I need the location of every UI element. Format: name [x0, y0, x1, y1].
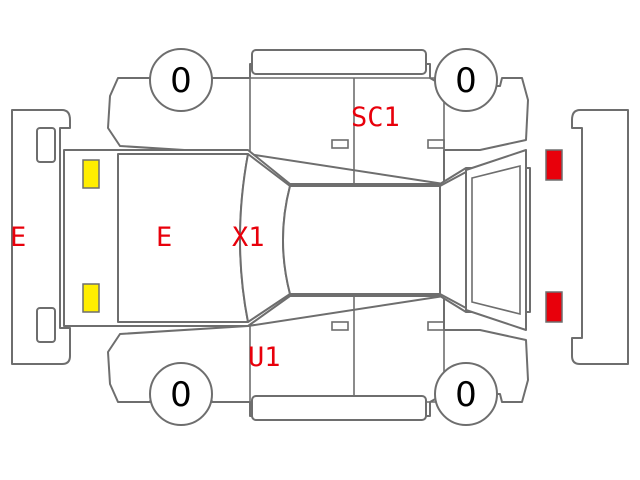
rear-lamp-top [545, 149, 563, 181]
code-bottom-front-door: U1 [248, 342, 281, 373]
roof[interactable] [282, 185, 441, 295]
door-handle-rear-top [427, 139, 445, 149]
code-top-rear-door: SC1 [351, 102, 400, 133]
front-lamp-bottom [82, 283, 100, 313]
door-handle-rear-bottom [427, 321, 445, 331]
hood[interactable] [117, 153, 249, 323]
side-sill-bottom[interactable] [251, 395, 427, 421]
code-hood: E [156, 222, 172, 253]
front-bumper[interactable] [11, 109, 71, 365]
rear-lamp-bottom [545, 291, 563, 323]
tire-front-top[interactable]: 0 [149, 48, 213, 112]
rear-window[interactable] [439, 171, 467, 309]
front-lamp-top [82, 159, 100, 189]
door-handle-front-bottom [331, 321, 349, 331]
tire-rear-top[interactable]: 0 [434, 48, 498, 112]
tire-rear-top-value: 0 [455, 61, 477, 101]
tire-rear-bottom-value: 0 [455, 375, 477, 415]
rear-bumper[interactable] [571, 109, 629, 365]
tire-front-bottom[interactable]: 0 [149, 362, 213, 426]
side-sill-top[interactable] [251, 49, 427, 75]
code-front-bumper: E [10, 222, 26, 253]
tire-front-bottom-value: 0 [170, 375, 192, 415]
front-marker-bottom [36, 307, 56, 343]
trunk[interactable] [465, 149, 527, 331]
tire-front-top-value: 0 [170, 61, 192, 101]
code-windshield: X1 [232, 222, 265, 253]
front-marker-top [36, 127, 56, 163]
tire-rear-bottom[interactable]: 0 [434, 362, 498, 426]
door-handle-front-top [331, 139, 349, 149]
